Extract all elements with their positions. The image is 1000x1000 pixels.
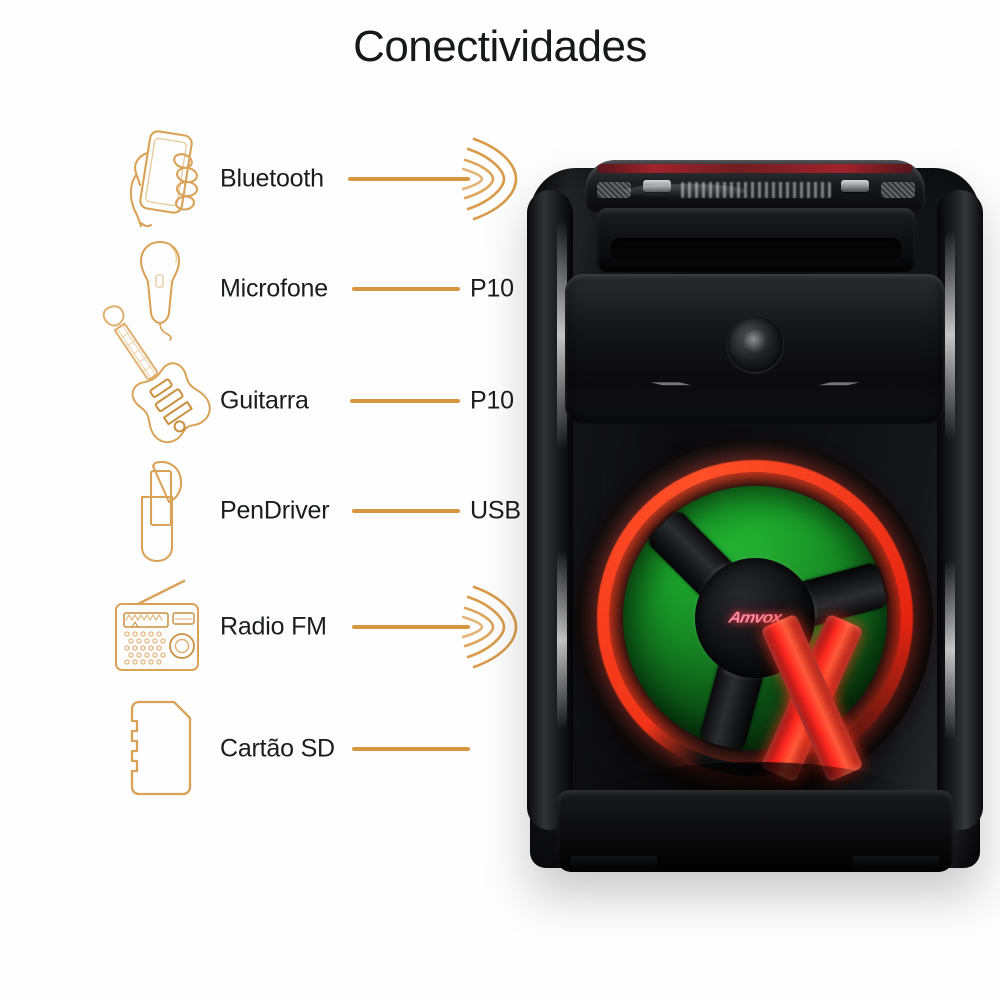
usb-flash-drive-icon	[110, 452, 210, 570]
page-title: Conectividades	[353, 22, 647, 71]
feature-row-radio-fm: Radio FM	[0, 568, 540, 686]
feature-row-pendriver: PenDriver USB	[0, 452, 540, 570]
feature-value: P10	[470, 386, 514, 415]
connector-line	[352, 747, 470, 751]
radio-receiver-icon	[110, 568, 210, 686]
hand-holding-phone-icon	[110, 120, 210, 238]
feature-row-cartao-sd: Cartão SD	[0, 690, 540, 808]
connector-line	[352, 625, 470, 629]
brand-logo: Amvox	[727, 608, 783, 627]
feature-label: PenDriver	[220, 496, 330, 525]
feature-row-microfone: Microfone P10	[0, 230, 540, 348]
speaker-control-panel[interactable]	[585, 160, 925, 212]
connectivity-feature-list: Bluetooth Microfone P10	[0, 120, 540, 900]
speaker-handle	[597, 208, 915, 272]
feature-label: Radio FM	[220, 612, 327, 641]
connector-line	[350, 399, 460, 403]
control-panel-labels	[681, 182, 831, 198]
electric-guitar-icon	[102, 305, 211, 460]
feature-label: Guitarra	[220, 386, 309, 415]
sd-card-icon	[110, 690, 210, 808]
speaker-tweeter	[727, 316, 783, 372]
feature-label: Microfone	[220, 274, 328, 303]
connector-line	[352, 287, 460, 291]
feature-label: Cartão SD	[220, 734, 335, 763]
connector-line	[348, 177, 470, 181]
feature-label: Bluetooth	[220, 164, 324, 193]
wireless-waves-icon	[462, 137, 518, 221]
feature-row-bluetooth: Bluetooth	[0, 120, 540, 238]
product-speaker-image: Amvox	[505, 150, 1000, 890]
microphone-icon	[110, 230, 210, 348]
speaker-base	[557, 790, 953, 872]
speaker-dust-cap: Amvox	[695, 558, 815, 678]
wireless-waves-icon	[462, 585, 518, 669]
feature-value: P10	[470, 274, 514, 303]
connector-line	[352, 509, 460, 513]
feature-row-guitarra: Guitarra P10	[0, 305, 540, 460]
feature-value: USB	[470, 496, 521, 525]
